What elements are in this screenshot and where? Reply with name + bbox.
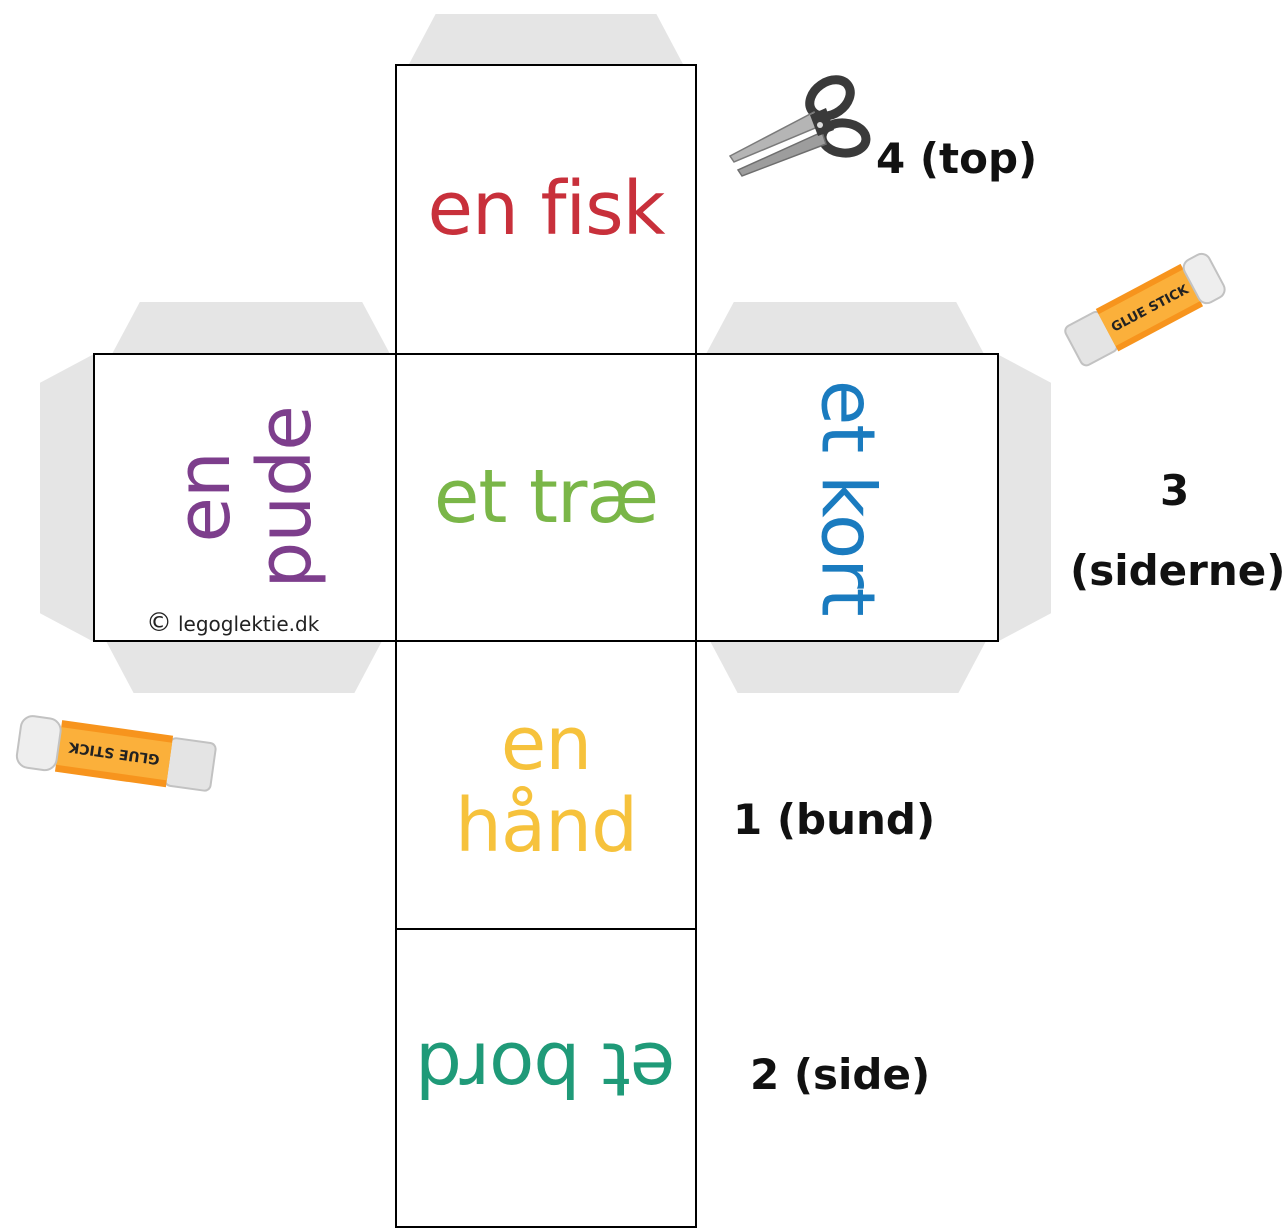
face-left: en pude bbox=[93, 353, 397, 642]
face-bottom-word: en hånd bbox=[454, 701, 638, 869]
face-bottom: en hånd bbox=[395, 640, 697, 931]
glue-tab-left-side bbox=[40, 354, 94, 642]
credit-text: legoglektie.dk bbox=[178, 612, 320, 636]
label-top: 4 (top) bbox=[876, 134, 1038, 183]
face-right-word: et kort bbox=[804, 379, 891, 616]
glue-tab-right-bottom bbox=[710, 641, 986, 693]
glue-tab-left-bottom bbox=[106, 641, 382, 693]
glue-stick-icon: GLUE STICK bbox=[15, 715, 217, 792]
face-left-word-line1: en bbox=[160, 452, 247, 543]
label-sides-number: 3 bbox=[1160, 466, 1190, 515]
face-top-word: en fisk bbox=[427, 165, 666, 252]
glue-tab-right-top bbox=[706, 302, 984, 354]
label-side: 2 (side) bbox=[750, 1050, 931, 1099]
glue-tab-left-top bbox=[112, 302, 390, 354]
label-sides-text: (siderne) bbox=[1070, 546, 1286, 595]
scissors-icon bbox=[728, 75, 871, 177]
glue-stick-icon: GLUE STICK bbox=[1064, 252, 1226, 367]
face-bottom-word-line2: hånd bbox=[454, 782, 638, 869]
face-lowest: et bord bbox=[395, 928, 697, 1228]
face-right: et kort bbox=[695, 353, 999, 642]
label-bottom: 1 (bund) bbox=[733, 795, 936, 844]
face-center-word: et træ bbox=[433, 453, 659, 540]
face-center: et træ bbox=[395, 353, 697, 642]
face-bottom-word-line1: en bbox=[500, 701, 592, 788]
glue-tab-top bbox=[408, 14, 684, 66]
face-top: en fisk bbox=[395, 64, 697, 355]
face-left-word: en pude bbox=[160, 406, 328, 589]
glue-tab-right-side bbox=[997, 354, 1051, 642]
copyright-icon: © bbox=[146, 608, 172, 638]
credit: ©legoglektie.dk bbox=[146, 608, 319, 638]
face-left-word-line2: pude bbox=[242, 406, 328, 589]
face-lowest-word: et bord bbox=[416, 1025, 676, 1112]
